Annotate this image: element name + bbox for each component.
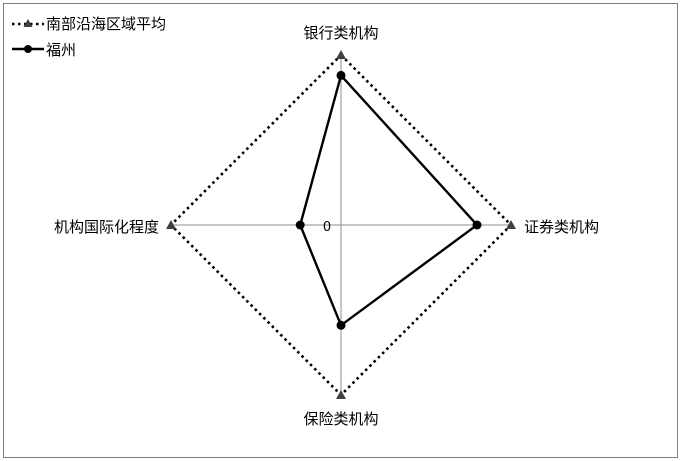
series-1-point-3 (295, 220, 305, 230)
legend-circle-marker (24, 45, 32, 53)
series-layer (166, 50, 516, 399)
series-0-point-0 (336, 50, 346, 59)
legend-label-fuzhou: 福州 (46, 41, 76, 59)
axis-label-bank: 银行类机构 (303, 24, 378, 42)
legend: 南部沿海区域平均 福州 (12, 15, 166, 59)
series-1-point-2 (336, 320, 346, 330)
series-1-point-0 (336, 70, 346, 80)
legend-item-southern-coastal-average: 南部沿海区域平均 (12, 15, 166, 33)
series-0-point-3 (166, 220, 176, 229)
axis-label-insurance: 保险类机构 (303, 410, 378, 428)
legend-triangle-marker (23, 19, 33, 27)
series-0-point-1 (506, 220, 516, 229)
legend-label-southern-coastal-average: 南部沿海区域平均 (46, 15, 166, 33)
axis-label-securities: 证券类机构 (524, 218, 599, 236)
axes-layer (171, 55, 511, 395)
series-1-point-1 (472, 220, 482, 230)
center-tick-label: 0 (323, 220, 331, 235)
series-polygon-1 (298, 72, 479, 328)
legend-item-fuzhou: 福州 (12, 41, 76, 59)
axis-label-internationalization: 机构国际化程度 (54, 218, 159, 236)
series-0-point-2 (336, 390, 346, 399)
labels-layer: 银行类机构 证券类机构 保险类机构 机构国际化程度 0 (54, 24, 599, 428)
